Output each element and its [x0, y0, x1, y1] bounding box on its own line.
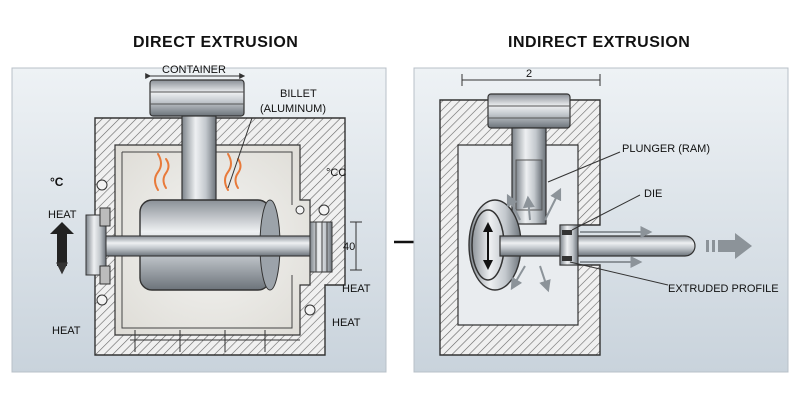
heat-right-label: HEAT	[342, 283, 371, 295]
bolt-icon	[96, 179, 108, 191]
exit-arrow-dash	[706, 240, 709, 252]
flame-icon	[162, 158, 170, 189]
plunger-label: PLUNGER (RAM)	[622, 143, 710, 155]
flow-arrow-icon	[544, 187, 562, 221]
plunger-leader	[547, 151, 621, 183]
flow-arrow-icon	[510, 265, 526, 291]
bolt-icon	[318, 204, 330, 216]
direct-extrusion-panel: CONTAINER BILLET (ALUMINUM) °C °CC HEAT …	[11, 64, 387, 373]
heat-bottom-left-label: HEAT	[52, 325, 81, 337]
direct-extrusion-title: DIRECT EXTRUSION	[133, 34, 299, 51]
rotation-arrow-down	[483, 260, 493, 270]
billet-label: BILLET	[280, 88, 317, 100]
die-label: DIE	[644, 188, 662, 200]
heat-arrow-icon	[50, 222, 74, 275]
indirect-extrusion-title: INDIRECT EXTRUSION	[508, 34, 691, 51]
die-slot	[562, 230, 572, 235]
container-label: CONTAINER	[162, 64, 226, 76]
bolts	[96, 179, 330, 316]
heat-flames	[154, 153, 242, 191]
flow-arrow-icon	[539, 265, 551, 293]
exit-arrow-icon	[718, 233, 752, 259]
extruded-profile-label: EXTRUDED PROFILE	[668, 283, 779, 295]
plunger-head	[487, 93, 571, 129]
ram-shaft	[181, 115, 217, 207]
left-clamp	[85, 214, 107, 276]
flow-arrow-icon	[522, 195, 535, 221]
flow-arrow-icon	[506, 193, 521, 221]
rotation-arrow-up	[483, 222, 493, 232]
extruded-rod	[499, 235, 696, 257]
flow-arrows	[506, 187, 653, 293]
heat-left-label: HEAT	[48, 209, 77, 221]
temperature-left-label: °C	[50, 175, 64, 189]
left-clamp-bolt	[99, 207, 111, 227]
die-slot	[562, 256, 572, 261]
flame-icon	[234, 158, 242, 189]
bolt-icon	[96, 294, 108, 306]
top-dimension-label: 2	[526, 68, 532, 80]
indirect-extrusion-panel: 2	[413, 67, 789, 373]
profile-leader	[569, 261, 669, 286]
left-clamp-bolt	[99, 265, 111, 285]
height-dimension-label: 40	[343, 241, 355, 253]
flame-icon	[224, 153, 232, 191]
temperature-right-label: °CC	[326, 167, 346, 179]
heating-element	[130, 330, 300, 352]
heat-bottom-right-label: HEAT	[332, 317, 361, 329]
bolt-icon	[304, 304, 316, 316]
billet-material-label: (ALUMINUM)	[260, 103, 326, 115]
exit-arrow-dash	[712, 240, 715, 252]
die-ring	[309, 221, 333, 273]
ram-head	[149, 79, 245, 117]
flame-icon	[154, 153, 162, 191]
extrusion-rod	[99, 235, 331, 257]
bolt-icon	[295, 205, 305, 215]
die-leader	[571, 194, 641, 231]
billet-leader	[227, 117, 253, 189]
